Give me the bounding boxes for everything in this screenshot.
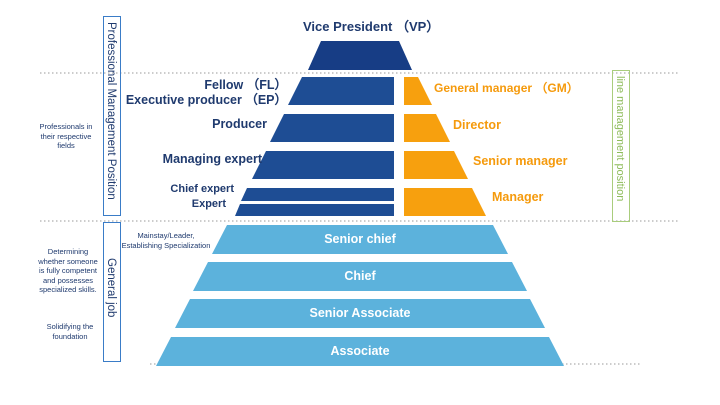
general-manager-tier [404,77,432,105]
solidifying-note: Solidifying the foundation [46,322,94,341]
chief-tier [193,262,527,291]
producer-label: Producer [212,117,267,131]
vp-label: Vice President （VP） [303,19,440,34]
associate-label: Associate [330,344,390,358]
managing-expert-tier [252,151,394,179]
fellow-label: Fellow （FL） [204,78,287,92]
vp-tier [308,41,412,70]
senior-manager-tier [404,151,468,179]
general-job-side-label: General job [105,258,117,318]
managing-expert-label: Managing expert [162,152,262,166]
professional-management-box [103,16,121,216]
manager-label: Manager [492,190,544,204]
chief-expert-label: Chief expert [170,183,234,195]
associate-tier [156,337,564,366]
executive-producer-label: Executive producer （EP） [125,93,287,107]
professionals-note: Professionals in their respective fields [39,122,93,150]
line-management-position-label: line management position [614,76,626,202]
expert-label: Expert [191,198,226,210]
mainstay-note: Mainstay/Leader, Establishing Specializa… [121,231,211,250]
chief-label: Chief [344,269,376,283]
chief-expert-tier [241,188,394,201]
fellow-ep-tier [288,77,394,105]
manager-tier [404,188,486,216]
director-label: Director [453,118,501,132]
general-job-box [103,222,121,362]
senior-chief-tier [212,225,508,254]
line-management-box [612,70,630,222]
expert-tier [235,204,394,216]
senior-chief-label: Senior chief [324,232,396,246]
senior-manager-label: Senior manager [473,154,568,168]
general-manager-label: General manager （GM） [434,81,579,95]
senior-associate-tier [175,299,545,328]
producer-tier [270,114,394,142]
director-tier [404,114,450,142]
senior-associate-label: Senior Associate [309,306,411,320]
determining-note: Determining whether someone is fully com… [38,247,98,294]
professional-management-position-label: Professional Management Position [105,22,117,200]
